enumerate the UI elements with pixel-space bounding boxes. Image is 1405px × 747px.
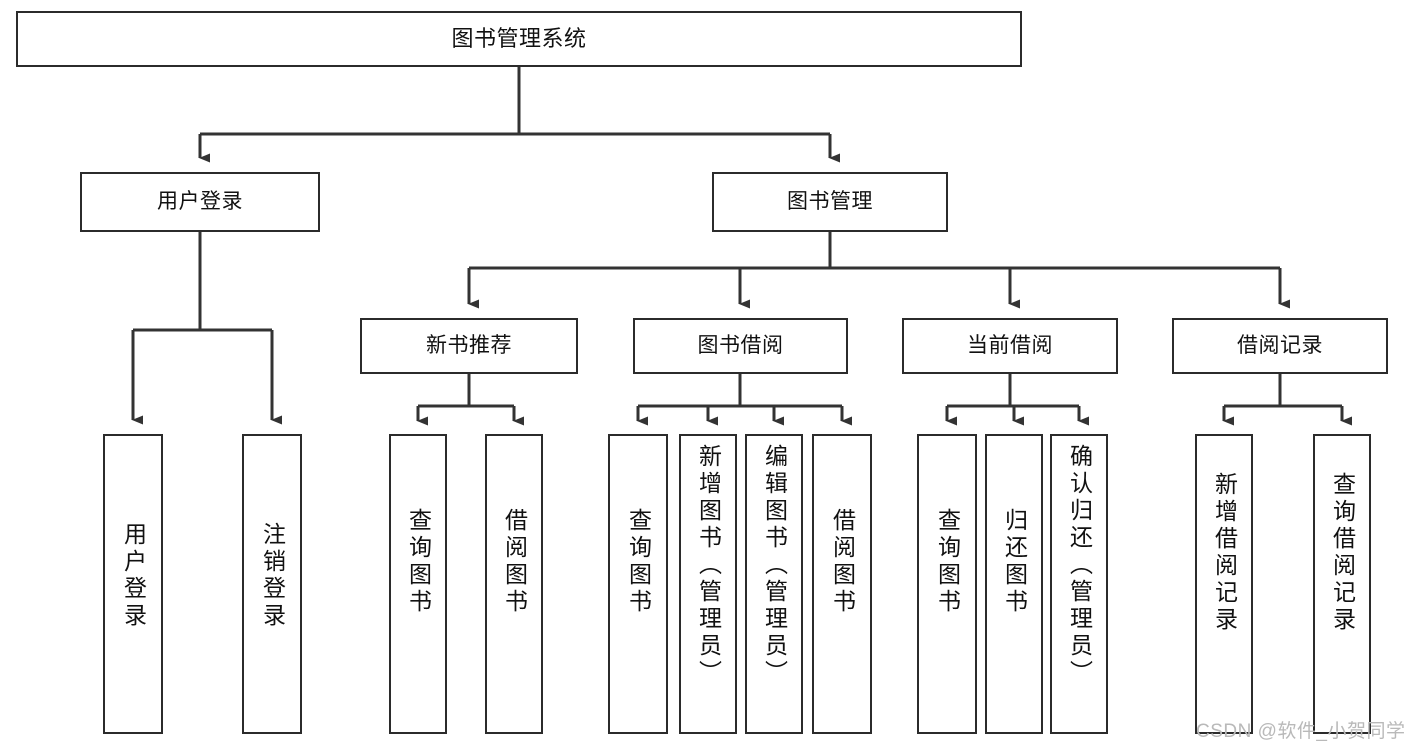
watermark-text: CSDN @软件_小贺同学 bbox=[1196, 721, 1405, 742]
node-leaf-edit-book[interactable]: 编辑图书（管理员） bbox=[745, 434, 803, 734]
node-book-manage[interactable]: 图书管理 bbox=[712, 172, 948, 232]
node-leaf-query-book-3-label: 查询图书 bbox=[934, 508, 961, 616]
node-leaf-add-record[interactable]: 新增借阅记录 bbox=[1195, 434, 1253, 734]
node-current-borrow-label: 当前借阅 bbox=[967, 333, 1053, 357]
node-user-login-label: 用户登录 bbox=[157, 189, 243, 213]
node-leaf-borrow-book-1-label: 借阅图书 bbox=[501, 508, 528, 616]
node-leaf-user-login[interactable]: 用户登录 bbox=[103, 434, 163, 734]
node-leaf-query-book-3[interactable]: 查询图书 bbox=[917, 434, 977, 734]
node-leaf-logout[interactable]: 注销登录 bbox=[242, 434, 302, 734]
node-leaf-add-record-label: 新增借阅记录 bbox=[1211, 472, 1238, 634]
node-leaf-query-book-1[interactable]: 查询图书 bbox=[389, 434, 447, 734]
node-current-borrow[interactable]: 当前借阅 bbox=[902, 318, 1118, 374]
node-borrow-record-label: 借阅记录 bbox=[1237, 333, 1323, 357]
node-leaf-logout-label: 注销登录 bbox=[259, 522, 286, 630]
node-new-book-recommend[interactable]: 新书推荐 bbox=[360, 318, 578, 374]
node-book-borrow-label: 图书借阅 bbox=[697, 333, 784, 357]
node-leaf-query-book-2-label: 查询图书 bbox=[625, 508, 652, 616]
node-leaf-query-book-1-label: 查询图书 bbox=[405, 508, 432, 616]
node-book-manage-label: 图书管理 bbox=[787, 189, 873, 213]
node-leaf-confirm-return[interactable]: 确认归还（管理员） bbox=[1050, 434, 1108, 734]
node-root[interactable]: 图书管理系统 bbox=[16, 11, 1022, 67]
node-leaf-edit-book-label: 编辑图书（管理员） bbox=[761, 444, 788, 687]
node-leaf-return-book-label: 归还图书 bbox=[1001, 508, 1028, 616]
node-leaf-add-book-label: 新增图书（管理员） bbox=[695, 444, 722, 687]
node-book-borrow[interactable]: 图书借阅 bbox=[633, 318, 848, 374]
node-leaf-borrow-book-1[interactable]: 借阅图书 bbox=[485, 434, 543, 734]
node-leaf-add-book[interactable]: 新增图书（管理员） bbox=[679, 434, 737, 734]
node-leaf-query-record[interactable]: 查询借阅记录 bbox=[1313, 434, 1371, 734]
node-leaf-return-book[interactable]: 归还图书 bbox=[985, 434, 1043, 734]
node-leaf-confirm-return-label: 确认归还（管理员） bbox=[1066, 444, 1093, 687]
node-root-label: 图书管理系统 bbox=[451, 26, 587, 52]
node-leaf-user-login-label: 用户登录 bbox=[120, 522, 147, 630]
node-leaf-query-book-2[interactable]: 查询图书 bbox=[608, 434, 668, 734]
node-new-book-recommend-label: 新书推荐 bbox=[426, 333, 512, 357]
node-leaf-borrow-book-2[interactable]: 借阅图书 bbox=[812, 434, 872, 734]
node-user-login[interactable]: 用户登录 bbox=[80, 172, 320, 232]
node-leaf-borrow-book-2-label: 借阅图书 bbox=[829, 508, 856, 616]
node-leaf-query-record-label: 查询借阅记录 bbox=[1329, 472, 1356, 634]
node-borrow-record[interactable]: 借阅记录 bbox=[1172, 318, 1388, 374]
